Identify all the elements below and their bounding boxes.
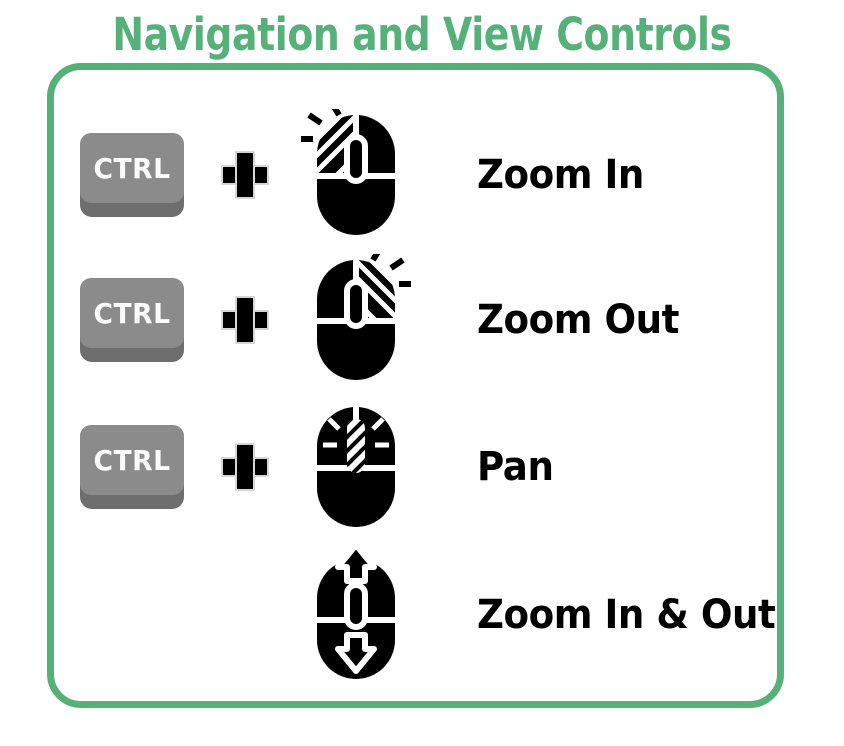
mouse-wheel-scroll-icon[interactable]	[301, 545, 411, 685]
mouse-slot	[281, 401, 431, 533]
plus-icon	[223, 445, 267, 489]
control-row-zoom-in-out: Zoom In & Out	[54, 545, 777, 685]
mouse-slot	[281, 545, 431, 685]
action-label-zoom-in-out: Zoom In & Out	[477, 592, 776, 638]
mouse-wheel-press-icon[interactable]	[301, 401, 411, 533]
control-row-zoom-in: CTRL	[54, 105, 777, 245]
key-top	[79, 133, 184, 203]
key-top	[79, 425, 184, 495]
plus-bar-vertical	[237, 445, 253, 489]
action-label-zoom-out: Zoom Out	[477, 297, 679, 343]
mouse-left-click-icon[interactable]	[301, 109, 411, 241]
label-slot: Pan	[431, 444, 777, 490]
scroll-wheel	[344, 582, 368, 630]
ctrl-key-icon[interactable]: CTRL	[79, 278, 184, 362]
wheel-motion-lines	[323, 417, 389, 448]
key-top	[79, 278, 184, 348]
label-slot: Zoom In & Out	[431, 592, 798, 638]
control-row-zoom-out: CTRL	[54, 250, 777, 390]
ctrl-key-label: CTRL	[92, 296, 171, 330]
label-slot: Zoom In	[431, 152, 777, 198]
action-label-pan: Pan	[477, 444, 554, 490]
plus-slot	[209, 298, 281, 342]
action-label-zoom-in: Zoom In	[477, 152, 644, 198]
ctrl-key-icon[interactable]: CTRL	[79, 133, 184, 217]
mouse-slot	[281, 109, 431, 241]
page-title: Navigation and View Controls	[112, 8, 732, 61]
scroll-up-arrow-icon	[335, 545, 377, 584]
key-slot: CTRL	[54, 278, 209, 362]
scroll-wheel	[344, 134, 368, 184]
plus-bar-vertical	[237, 153, 253, 197]
click-motion-lines	[370, 254, 411, 287]
plus-slot	[209, 153, 281, 197]
mouse-slot	[281, 254, 431, 386]
plus-bar-vertical	[237, 298, 253, 342]
mouse-right-click-icon[interactable]	[301, 254, 411, 386]
controls-card: CTRL	[47, 63, 784, 708]
plus-icon	[223, 153, 267, 197]
control-row-pan: CTRL	[54, 397, 777, 537]
scroll-down-arrow-icon	[335, 632, 377, 674]
ctrl-key-label: CTRL	[92, 443, 171, 477]
ctrl-key-label: CTRL	[92, 151, 171, 185]
ctrl-key-icon[interactable]: CTRL	[79, 425, 184, 509]
key-slot: CTRL	[54, 425, 209, 509]
label-slot: Zoom Out	[431, 297, 777, 343]
controls-list: CTRL	[54, 70, 777, 701]
plus-icon	[223, 298, 267, 342]
scroll-wheel	[344, 279, 368, 329]
plus-slot	[209, 445, 281, 489]
key-slot: CTRL	[54, 133, 209, 217]
click-motion-lines	[301, 109, 342, 142]
